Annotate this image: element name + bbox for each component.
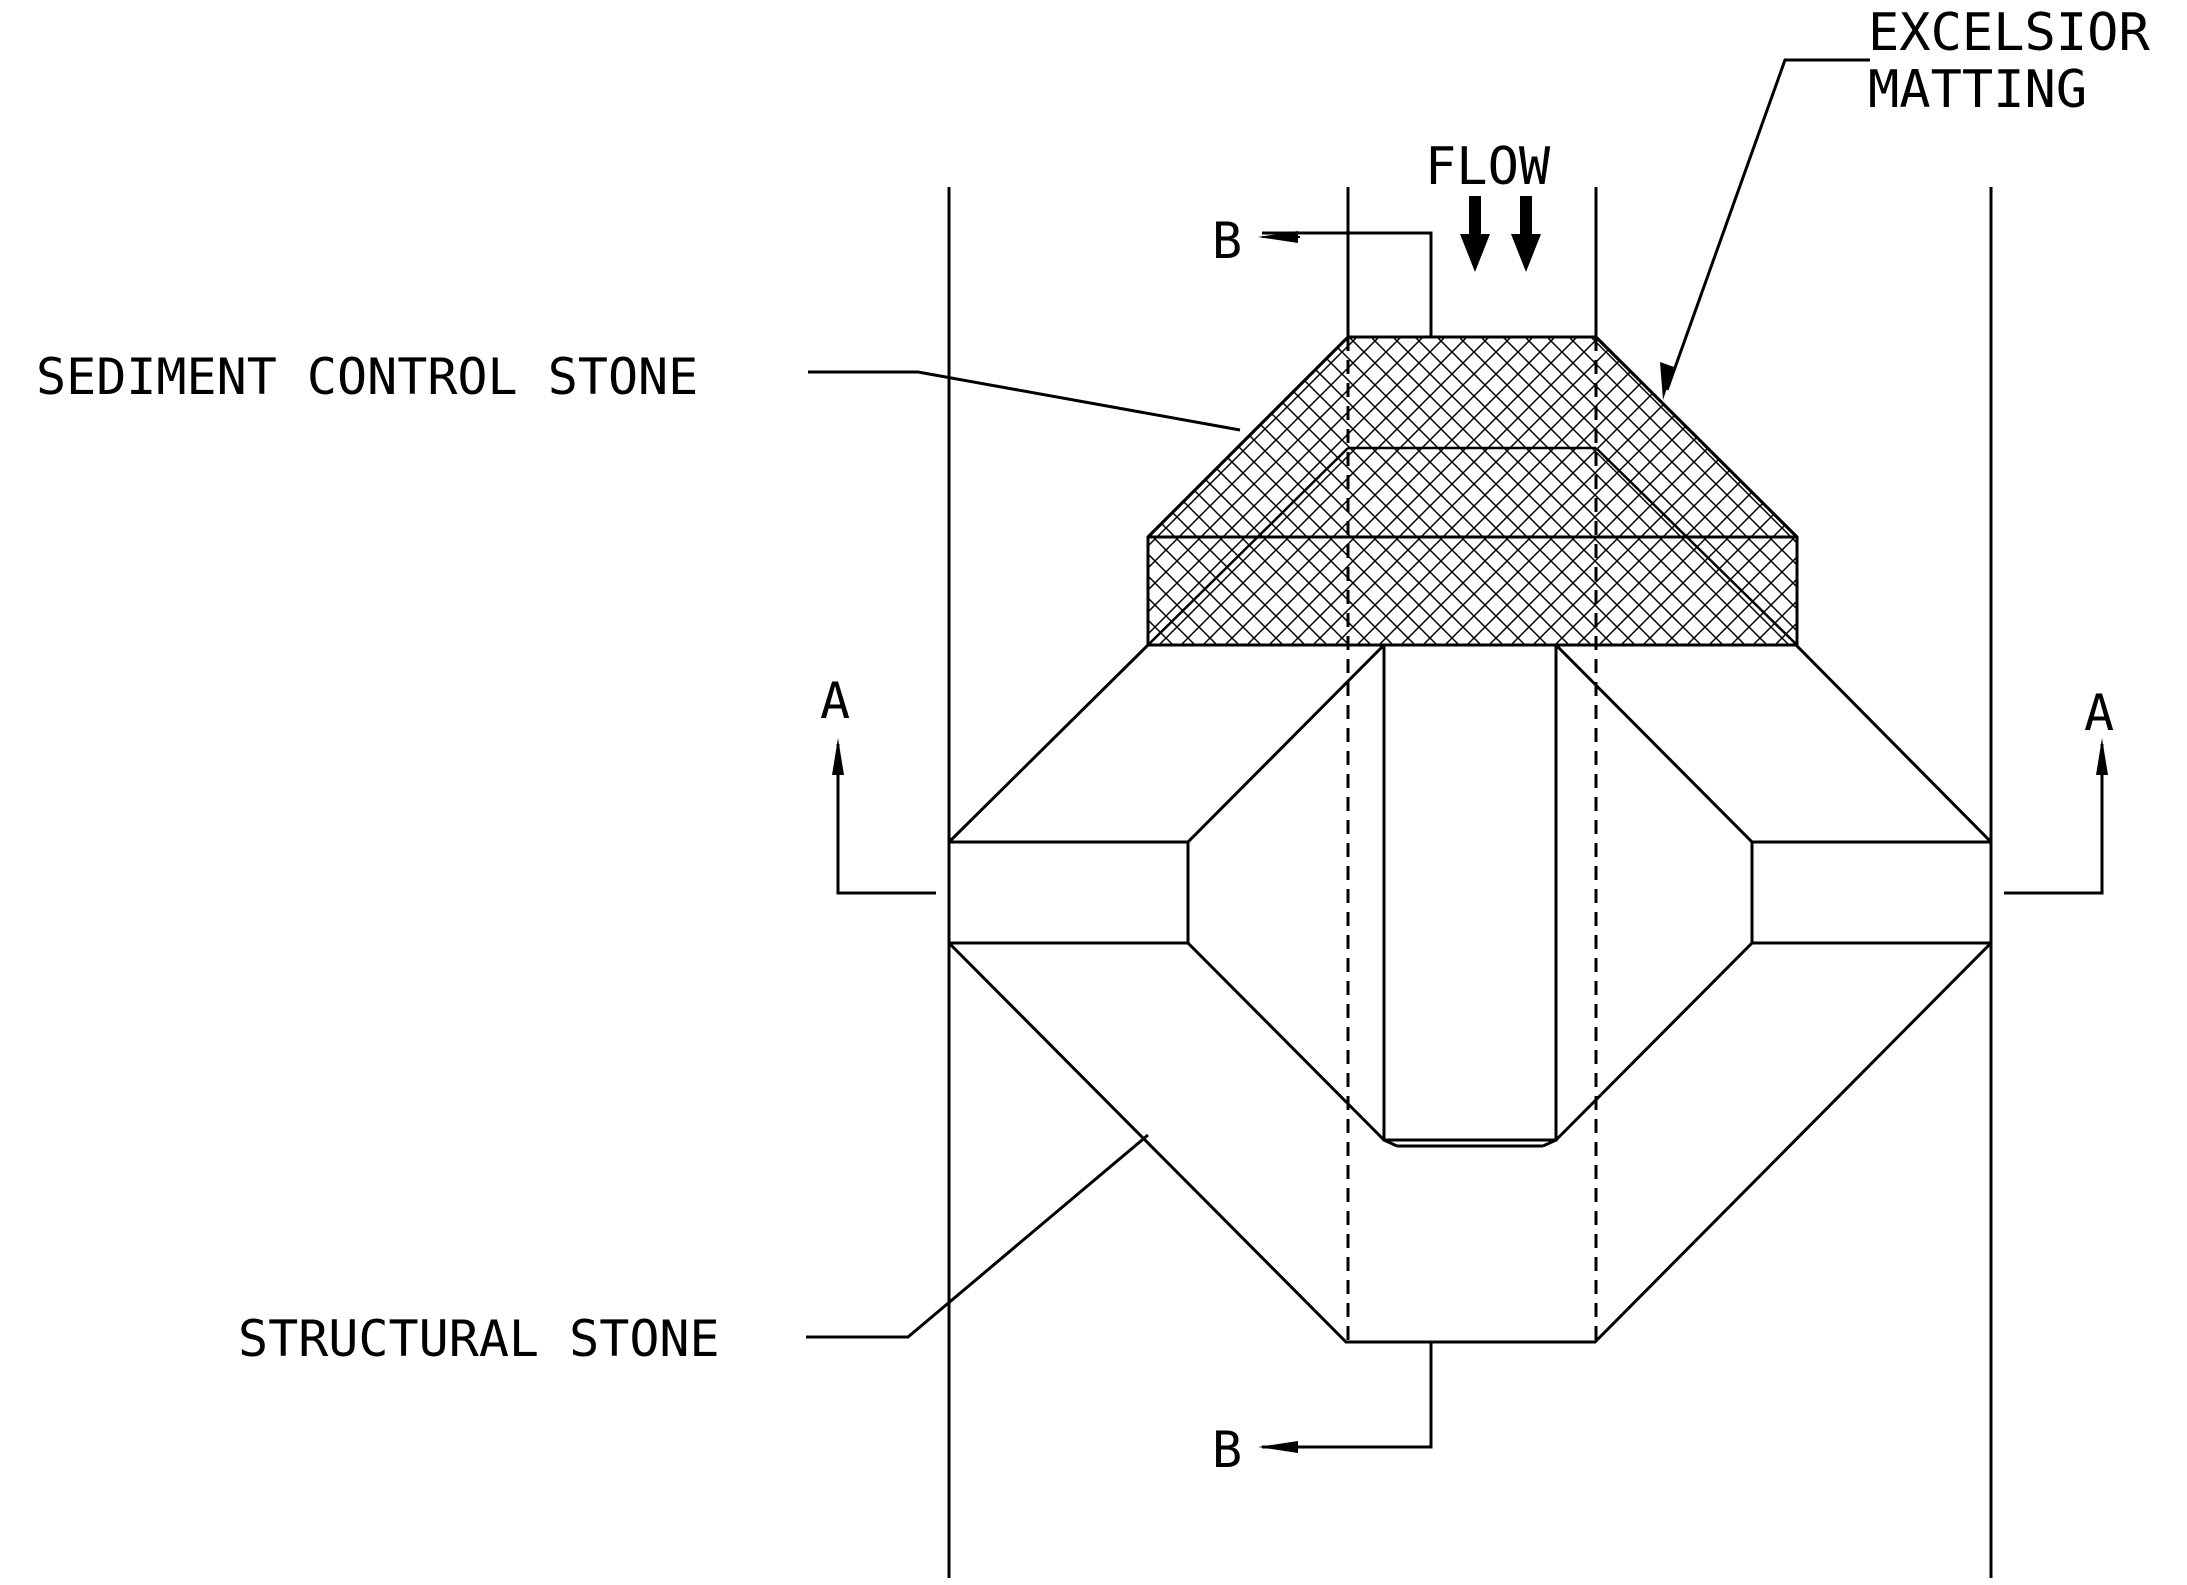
excelsior-label-line2: MATTING (1868, 60, 2087, 120)
structural-leader (806, 1133, 1149, 1339)
flow-label: FLOW (1425, 137, 1551, 197)
section-b-top-label: B (1212, 212, 1242, 270)
section-b-top-marker (1258, 231, 1433, 337)
flow-arrow-icon (1460, 196, 1541, 272)
section-b-bottom-label: B (1212, 1421, 1242, 1479)
section-a-left-label: A (820, 672, 850, 730)
excelsior-label-line1: EXCELSIOR (1868, 3, 2150, 63)
section-a-left-marker (832, 738, 936, 895)
sediment-control-stone-label: SEDIMENT CONTROL STONE (36, 348, 698, 406)
sediment-leader (808, 370, 1241, 432)
section-b-bottom-marker (1258, 1342, 1433, 1453)
section-a-right-label: A (2084, 684, 2114, 742)
sediment-control-stone-body (1146, 335, 1799, 647)
structural-stone-label: STRUCTURAL STONE (238, 1310, 720, 1368)
structural-stone-body (947, 643, 1993, 1344)
section-a-right-marker (2004, 738, 2108, 895)
excelsior-leader (1660, 58, 1870, 400)
